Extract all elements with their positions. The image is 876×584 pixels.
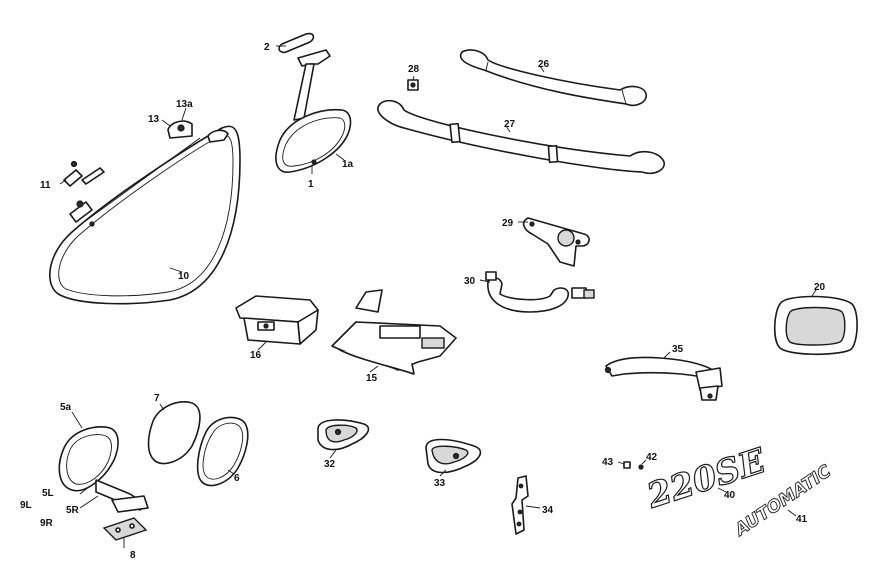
door-pull-handle-part xyxy=(485,271,595,313)
callout-40: 40 xyxy=(724,490,736,501)
leader-lines xyxy=(59,45,817,548)
callout-34: 34 xyxy=(542,505,554,516)
visor-hinge-part xyxy=(63,160,105,227)
strap-bracket-part xyxy=(511,475,529,535)
courtesy-lamp-part xyxy=(773,295,858,356)
mirror-seal-part xyxy=(196,416,249,487)
callout-1a: 1a xyxy=(342,159,354,170)
callout-32: 32 xyxy=(324,459,336,470)
callout-27: 27 xyxy=(504,119,516,130)
callout-11: 11 xyxy=(40,180,51,191)
callout-5L: 5L xyxy=(42,488,54,499)
callout-9R: 9R xyxy=(40,518,54,529)
callout-labels: 2 1 1a 11 13 13a 10 28 26 27 29 30 20 35… xyxy=(20,42,826,561)
callout-41: 41 xyxy=(796,514,808,525)
callout-20: 20 xyxy=(814,282,826,293)
exterior-mirror-part xyxy=(58,426,149,513)
visor-clip-part xyxy=(167,120,229,143)
callout-16: 16 xyxy=(250,350,262,361)
callout-35: 35 xyxy=(672,344,684,355)
callout-42: 42 xyxy=(646,452,658,463)
escutcheon-right-part xyxy=(425,438,482,474)
callout-2: 2 xyxy=(264,42,270,53)
callout-5R: 5R xyxy=(66,505,80,516)
ashtray-part xyxy=(235,295,319,345)
callout-10: 10 xyxy=(178,271,190,282)
escutcheon-left-part xyxy=(317,419,370,451)
callout-13a: 13a xyxy=(176,99,193,110)
model-badge-text: 220SE xyxy=(641,441,771,517)
callout-1: 1 xyxy=(308,179,314,190)
callout-6: 6 xyxy=(234,473,240,484)
grab-handle-upper-part xyxy=(459,49,647,107)
callout-5a: 5a xyxy=(60,402,72,413)
badge-fasteners-part xyxy=(623,461,644,470)
callout-33: 33 xyxy=(434,478,446,489)
rear-view-mirror-part xyxy=(275,32,352,173)
callout-9L: 9L xyxy=(20,500,32,511)
mounting-bracket-part xyxy=(522,217,590,267)
callout-13: 13 xyxy=(148,114,160,125)
console-armrest-part xyxy=(331,289,457,375)
callout-8: 8 xyxy=(130,550,136,561)
callout-7: 7 xyxy=(154,393,160,404)
callout-26: 26 xyxy=(538,59,550,70)
grab-rail-part xyxy=(377,99,665,175)
callout-30: 30 xyxy=(464,276,476,287)
callout-29: 29 xyxy=(502,218,514,229)
assist-handle-part xyxy=(604,356,723,401)
callout-28: 28 xyxy=(408,64,420,75)
small-clip-part xyxy=(407,79,419,91)
mirror-glass-part xyxy=(147,400,201,465)
model-badge-part: 220SE xyxy=(641,440,772,517)
sun-visor-part xyxy=(49,125,241,305)
callout-15: 15 xyxy=(366,373,378,384)
callout-43: 43 xyxy=(602,457,614,468)
mirror-gasket-part xyxy=(102,517,148,541)
